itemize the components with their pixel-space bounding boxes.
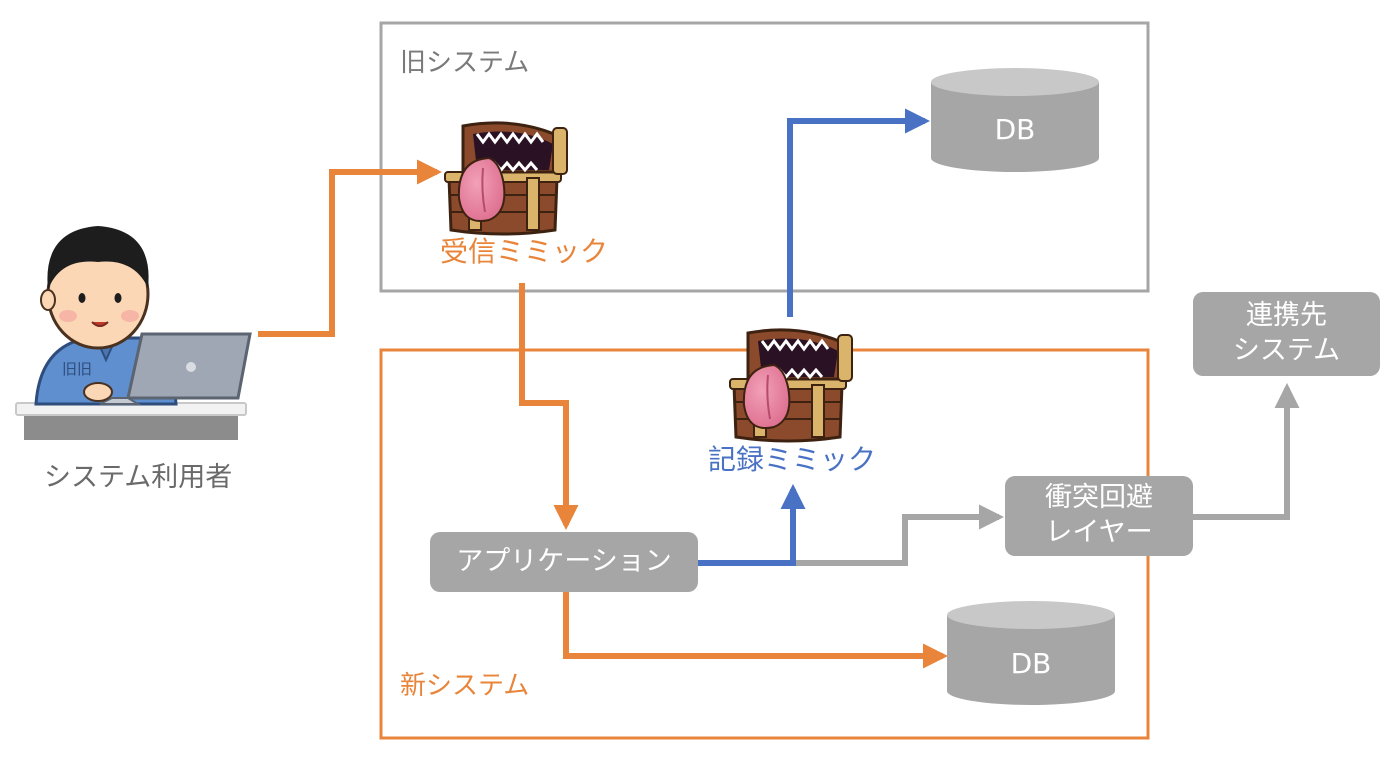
partner-system-line1: 連携先	[1246, 300, 1327, 332]
user-label: システム利用者	[44, 462, 233, 493]
new-system-label: 新システム	[400, 671, 530, 701]
arrow-application-to-record-mimic	[698, 483, 806, 566]
receive-mimic-label: 受信ミミック	[440, 235, 609, 268]
record-mimic-icon	[729, 328, 853, 443]
record-mimic-label: 記録ミミック	[708, 443, 877, 476]
collision-layer-line2: レイヤー	[1045, 517, 1153, 548]
arrow-collision-layer-to-partner	[1193, 382, 1300, 520]
arrow-record-mimic-to-old-db	[787, 108, 931, 317]
collision-layer-line1: 衝突回避	[1045, 482, 1153, 514]
receive-mimic-icon	[444, 121, 568, 236]
old-db-cylinder	[931, 68, 1099, 172]
arrow-application-to-collision-layer	[698, 504, 1005, 566]
user-shirt-text: 旧旧	[62, 360, 93, 378]
arrow-application-to-new-db	[563, 592, 949, 669]
arrow-receive-mimic-to-application	[519, 283, 579, 531]
application-node: アプリケーション	[430, 532, 698, 592]
new-db-label: DB	[1010, 647, 1052, 680]
partner-system-node: 連携先 システム	[1193, 292, 1380, 376]
old-db-label: DB	[994, 113, 1036, 146]
application-label: アプリケーション	[456, 545, 672, 577]
partner-system-line2: システム	[1232, 335, 1341, 366]
user-illustration	[15, 226, 252, 440]
old-system-box	[379, 21, 1150, 293]
collision-layer-node: 衝突回避 レイヤー	[1005, 476, 1193, 556]
old-system-label: 旧システム	[400, 48, 530, 78]
new-db-cylinder	[947, 601, 1115, 705]
arrow-user-to-receive-mimic	[258, 159, 443, 337]
